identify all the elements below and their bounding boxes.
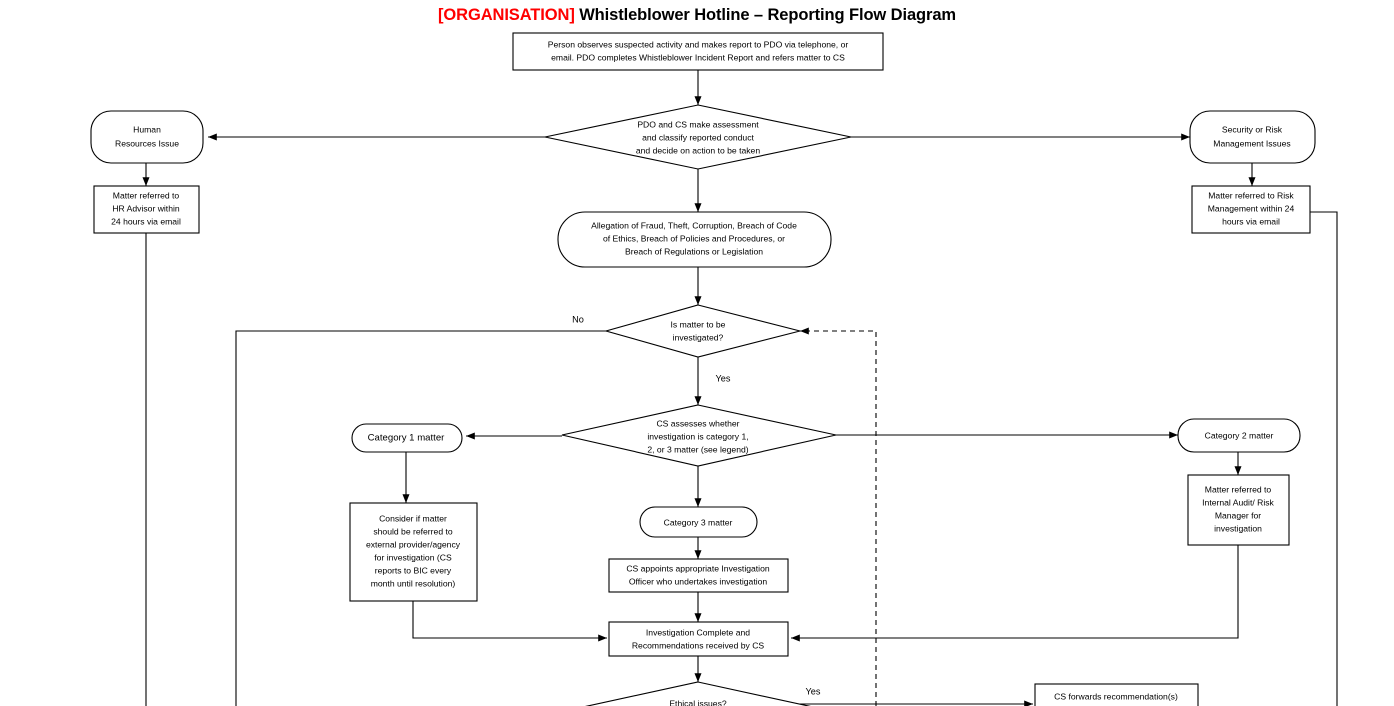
node-risk-referral-line-0: Matter referred to Risk <box>1208 190 1294 200</box>
node-ethical-issues[interactable]: Ethical issues? <box>560 681 836 706</box>
node-allegation-line-0: Allegation of Fraud, Theft, Corruption, … <box>591 220 797 230</box>
node-internal-audit[interactable]: Matter referred to Internal Audit/ Risk … <box>1187 474 1290 546</box>
node-category1[interactable]: Category 1 matter <box>351 423 463 453</box>
node-category2-label: Category 2 matter <box>1205 430 1274 440</box>
node-hr-issue[interactable]: Human Resources Issue <box>90 110 204 164</box>
node-external-provider-line-5: month until resolution) <box>371 578 456 588</box>
page-title-organisation: [ORGANISATION] <box>438 6 575 24</box>
node-risk-referral-line-1: Management within 24 <box>1208 203 1295 213</box>
node-external-provider-line-1: should be referred to <box>373 526 453 536</box>
edge-risk-referral-right-down <box>1310 211 1338 706</box>
node-investigate-decision[interactable]: Is matter to be investigated? <box>603 304 801 358</box>
node-internal-audit-line-2: Manager for <box>1215 510 1261 520</box>
node-assessment-line-2: and decide on action to be taken <box>636 145 760 155</box>
node-forwards-recommendations-line-0: CS forwards recommendation(s) <box>1054 691 1178 701</box>
node-allegation[interactable]: Allegation of Fraud, Theft, Corruption, … <box>557 211 832 268</box>
node-start-report-line-0: Person observes suspected activity and m… <box>548 39 849 49</box>
page-title: [ORGANISATION] Whistleblower Hotline – R… <box>0 6 1394 25</box>
node-external-provider-line-3: for investigation (CS <box>374 552 452 562</box>
node-hr-issue-line-0: Human <box>133 124 161 134</box>
node-appoint-officer-line-1: Officer who undertakes investigation <box>629 576 768 586</box>
node-security-risk[interactable]: Security or Risk Management Issues <box>1189 110 1316 164</box>
edge-label-no-investigate: No <box>572 314 584 324</box>
node-ethical-issues-label: Ethical issues? <box>669 698 727 706</box>
node-category1-label: Category 1 matter <box>368 433 446 444</box>
edge-external-to-investigation-complete <box>412 601 607 642</box>
node-hr-referral-line-0: Matter referred to <box>113 190 180 200</box>
node-assessment[interactable]: PDO and CS make assessment and classify … <box>544 104 852 170</box>
node-external-provider-line-4: reports to BIC every <box>375 565 452 575</box>
edge-label-yes-ethical: Yes <box>806 686 821 696</box>
node-category-decision-line-1: investigation is category 1, <box>647 431 748 441</box>
edge-investigate-no <box>235 330 606 706</box>
node-assessment-line-1: and classify reported conduct <box>642 132 754 142</box>
node-category-decision-line-0: CS assesses whether <box>656 418 739 428</box>
node-security-risk-line-0: Security or Risk <box>1222 124 1283 134</box>
edge-dashed-feedback <box>800 327 877 706</box>
node-hr-referral-line-2: 24 hours via email <box>111 216 181 226</box>
node-category3-label: Category 3 matter <box>664 517 733 527</box>
node-security-risk-line-1: Management Issues <box>1213 138 1290 148</box>
node-internal-audit-line-0: Matter referred to <box>1205 484 1272 494</box>
edge-label-yes-investigate: Yes <box>716 373 731 383</box>
edge-labels: No Yes Yes <box>572 314 821 696</box>
node-forwards-recommendations[interactable]: CS forwards recommendation(s) <box>1034 683 1199 706</box>
node-internal-audit-line-3: investigation <box>1214 523 1262 533</box>
node-risk-referral-line-2: hours via email <box>1222 216 1280 226</box>
node-start-report-line-1: email. PDO completes Whistleblower Incid… <box>551 52 845 62</box>
node-category-decision-line-2: 2, or 3 matter (see legend) <box>647 444 748 454</box>
node-assessment-line-0: PDO and CS make assessment <box>637 119 759 129</box>
node-investigation-complete-line-0: Investigation Complete and <box>646 627 750 637</box>
node-hr-issue-line-1: Resources Issue <box>115 138 179 148</box>
node-external-provider-line-0: Consider if matter <box>379 513 447 523</box>
page-title-rest: Whistleblower Hotline – Reporting Flow D… <box>574 6 956 24</box>
node-allegation-line-1: of Ethics, Breach of Policies and Proced… <box>603 233 785 243</box>
node-category2[interactable]: Category 2 matter <box>1177 418 1301 453</box>
node-external-provider-line-2: external provider/agency <box>366 539 461 549</box>
node-appoint-officer[interactable]: CS appoints appropriate Investigation Of… <box>608 558 789 593</box>
node-external-provider[interactable]: Consider if matter should be referred to… <box>349 502 478 602</box>
node-hr-referral[interactable]: Matter referred to HR Advisor within 24 … <box>93 185 200 234</box>
node-investigate-decision-line-1: investigated? <box>673 332 724 342</box>
node-start-report[interactable]: Person observes suspected activity and m… <box>512 32 884 71</box>
edge-internal-audit-to-investigation-complete <box>791 545 1239 642</box>
node-internal-audit-line-1: Internal Audit/ Risk <box>1202 497 1274 507</box>
node-appoint-officer-line-0: CS appoints appropriate Investigation <box>626 563 770 573</box>
node-investigation-complete-line-1: Recommendations received by CS <box>632 640 765 650</box>
node-hr-referral-line-1: HR Advisor within <box>112 203 180 213</box>
node-investigate-decision-line-0: Is matter to be <box>671 319 726 329</box>
node-category-decision[interactable]: CS assesses whether investigation is cat… <box>561 404 837 467</box>
node-investigation-complete[interactable]: Investigation Complete and Recommendatio… <box>608 621 789 657</box>
node-category3[interactable]: Category 3 matter <box>639 506 758 538</box>
node-allegation-line-2: Breach of Regulations or Legislation <box>625 246 763 256</box>
connectors <box>142 70 1338 706</box>
node-risk-referral[interactable]: Matter referred to Risk Management withi… <box>1191 185 1311 234</box>
